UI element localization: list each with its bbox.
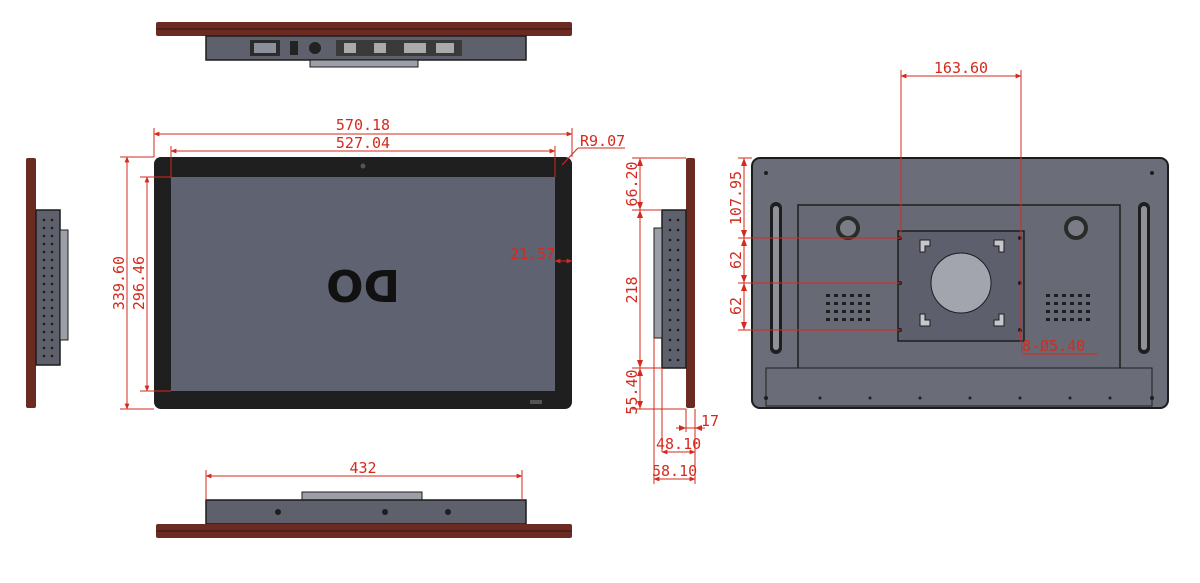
front-view: DO 570.18 527.04 R9.07 339.60 296.46 21.…	[110, 116, 625, 410]
dim-overall-height: 339.60	[110, 256, 128, 310]
dim-corner-radius: R9.07	[580, 132, 625, 150]
dim-vesa-pitch-1: 62	[727, 251, 745, 269]
dim-hole-spec: 8-Ø5.40	[1022, 337, 1085, 355]
dim-vesa-width: 163.60	[934, 59, 988, 77]
dim-depth-a: 48.10	[656, 435, 701, 453]
dim-depth-b: 58.10	[652, 462, 697, 480]
front-logo: DO	[326, 259, 400, 310]
dim-bezel-depth: 17	[701, 412, 719, 430]
dim-vesa-pitch-2: 62	[727, 297, 745, 315]
dim-overall-width: 570.18	[336, 116, 390, 134]
dim-bottom-width: 432	[349, 459, 376, 477]
dim-screen-width: 527.04	[336, 134, 390, 152]
top-view	[156, 22, 572, 68]
dim-top-offset: 66.20	[623, 161, 641, 206]
dim-bezel-offset: 21.57	[510, 245, 555, 263]
bottom-view: 432	[156, 459, 572, 538]
back-view: 163.60 107.95 62 62 8-Ø5.40	[727, 59, 1169, 409]
dim-bottom-offset: 55.40	[623, 369, 641, 414]
right-side-view: 66.20 218 55.40 17 48.10 58.10	[623, 157, 719, 484]
dim-body-height: 218	[623, 276, 641, 303]
dim-screen-height: 296.46	[130, 256, 148, 310]
dim-vesa-top-offset: 107.95	[727, 171, 745, 225]
left-side-view	[26, 158, 69, 408]
